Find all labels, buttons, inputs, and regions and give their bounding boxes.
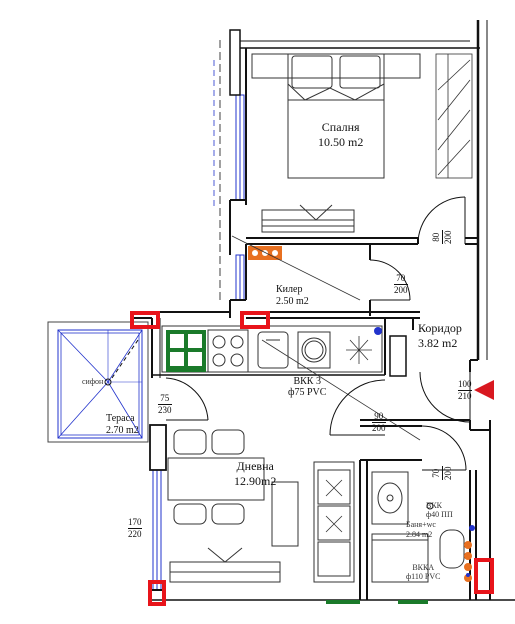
pipe-bkk3-name: ВКК 3 (293, 376, 321, 387)
door-arcs (165, 196, 471, 471)
living-window-w: 170 (128, 517, 142, 527)
bath-door-h: 200 (442, 466, 453, 480)
pipe-line (261, 339, 421, 441)
pipe-bath-size: ф40 ПП (426, 509, 453, 519)
bathroom-area: 2.84 m2 (406, 529, 433, 539)
terrace (47, 321, 149, 443)
bathroom-label: Баня+wc 2.84 m2 (406, 520, 436, 539)
living-window-dim: 170 220 (128, 518, 142, 539)
coffee-table (271, 481, 299, 547)
bedroom-door-w: 80 (431, 232, 441, 242)
pipe-a-name: ВККА (412, 563, 435, 572)
corridor-area: 3.82 m2 (418, 336, 458, 350)
living-name: Дневна (236, 459, 274, 473)
entry-door-w: 100 (458, 379, 472, 389)
living-label: Дневна 12.90m2 (234, 460, 276, 487)
closet-door-dim: 70 200 (394, 274, 408, 295)
wardrobe (435, 53, 473, 179)
bath-door-w: 70 (431, 468, 441, 478)
terrace-name: Тераса (106, 413, 135, 424)
pipe-bkk3-label: ВКК 3 ф75 PVC (288, 376, 326, 398)
entry-door-h: 210 (458, 390, 472, 401)
closet-area: 2.50 m2 (276, 295, 309, 307)
red-markers (130, 311, 494, 606)
bedroom-radiator (261, 204, 355, 233)
bath-door-dim: 70 200 (431, 466, 453, 480)
corridor-name: Коридор (418, 321, 462, 335)
pipe-bath-name: ВКК (426, 501, 443, 510)
closet-door-arc (369, 259, 411, 301)
closet-door-h: 200 (394, 284, 408, 295)
living-door-dim: 90 200 (372, 412, 386, 433)
entry-door-dim: 100 210 (458, 380, 472, 401)
bathroom-name: Баня+wc (406, 520, 436, 529)
closet-boiler (231, 235, 361, 301)
bedroom-label: Спалня 10.50 m2 (318, 121, 363, 148)
bathroom-fixtures (371, 471, 465, 583)
sofa (313, 461, 355, 583)
pipe-bkk3-size: ф75 PVC (288, 387, 327, 398)
bathroom-pipes (426, 502, 475, 582)
bedroom-name: Спалня (321, 120, 360, 134)
bedroom-door-h: 200 (442, 230, 453, 244)
green-strips (326, 600, 428, 604)
living-area: 12.90m2 (234, 474, 277, 488)
living-radiator (169, 547, 281, 583)
bedroom-door-dim: 80 200 (431, 230, 453, 244)
pipe-a-label: ВККА ф110 PVC (406, 563, 441, 582)
kitchen-counter (161, 325, 383, 373)
closet-label: Килер 2.50 m2 (276, 284, 309, 307)
dining-table (167, 429, 265, 525)
terrace-label: Тераса 2.70 m2 (106, 413, 139, 436)
terrace-area: 2.70 m2 (106, 424, 139, 436)
living-window-h: 220 (128, 528, 142, 539)
entry-arrow (474, 380, 494, 400)
bed (251, 53, 421, 179)
walls (130, 20, 515, 601)
bedroom-area: 10.50 m2 (318, 135, 364, 149)
drain-label: сифон (82, 378, 103, 386)
living-door-w: 90 (374, 411, 384, 421)
terrace-door-h: 230 (158, 404, 172, 415)
terrace-door-dim: 75 230 (158, 394, 172, 415)
pipe-bath-label: ВКК ф40 ПП (426, 501, 453, 520)
pipe-a-size: ф110 PVC (406, 571, 441, 581)
living-door-h: 200 (372, 422, 386, 433)
terrace-door-w: 75 (160, 393, 170, 403)
drain-text: сифон (82, 377, 104, 386)
corridor-label: Коридор 3.82 m2 (418, 322, 462, 349)
closet-name: Килер (276, 284, 303, 295)
closet-door-w: 70 (396, 273, 406, 283)
